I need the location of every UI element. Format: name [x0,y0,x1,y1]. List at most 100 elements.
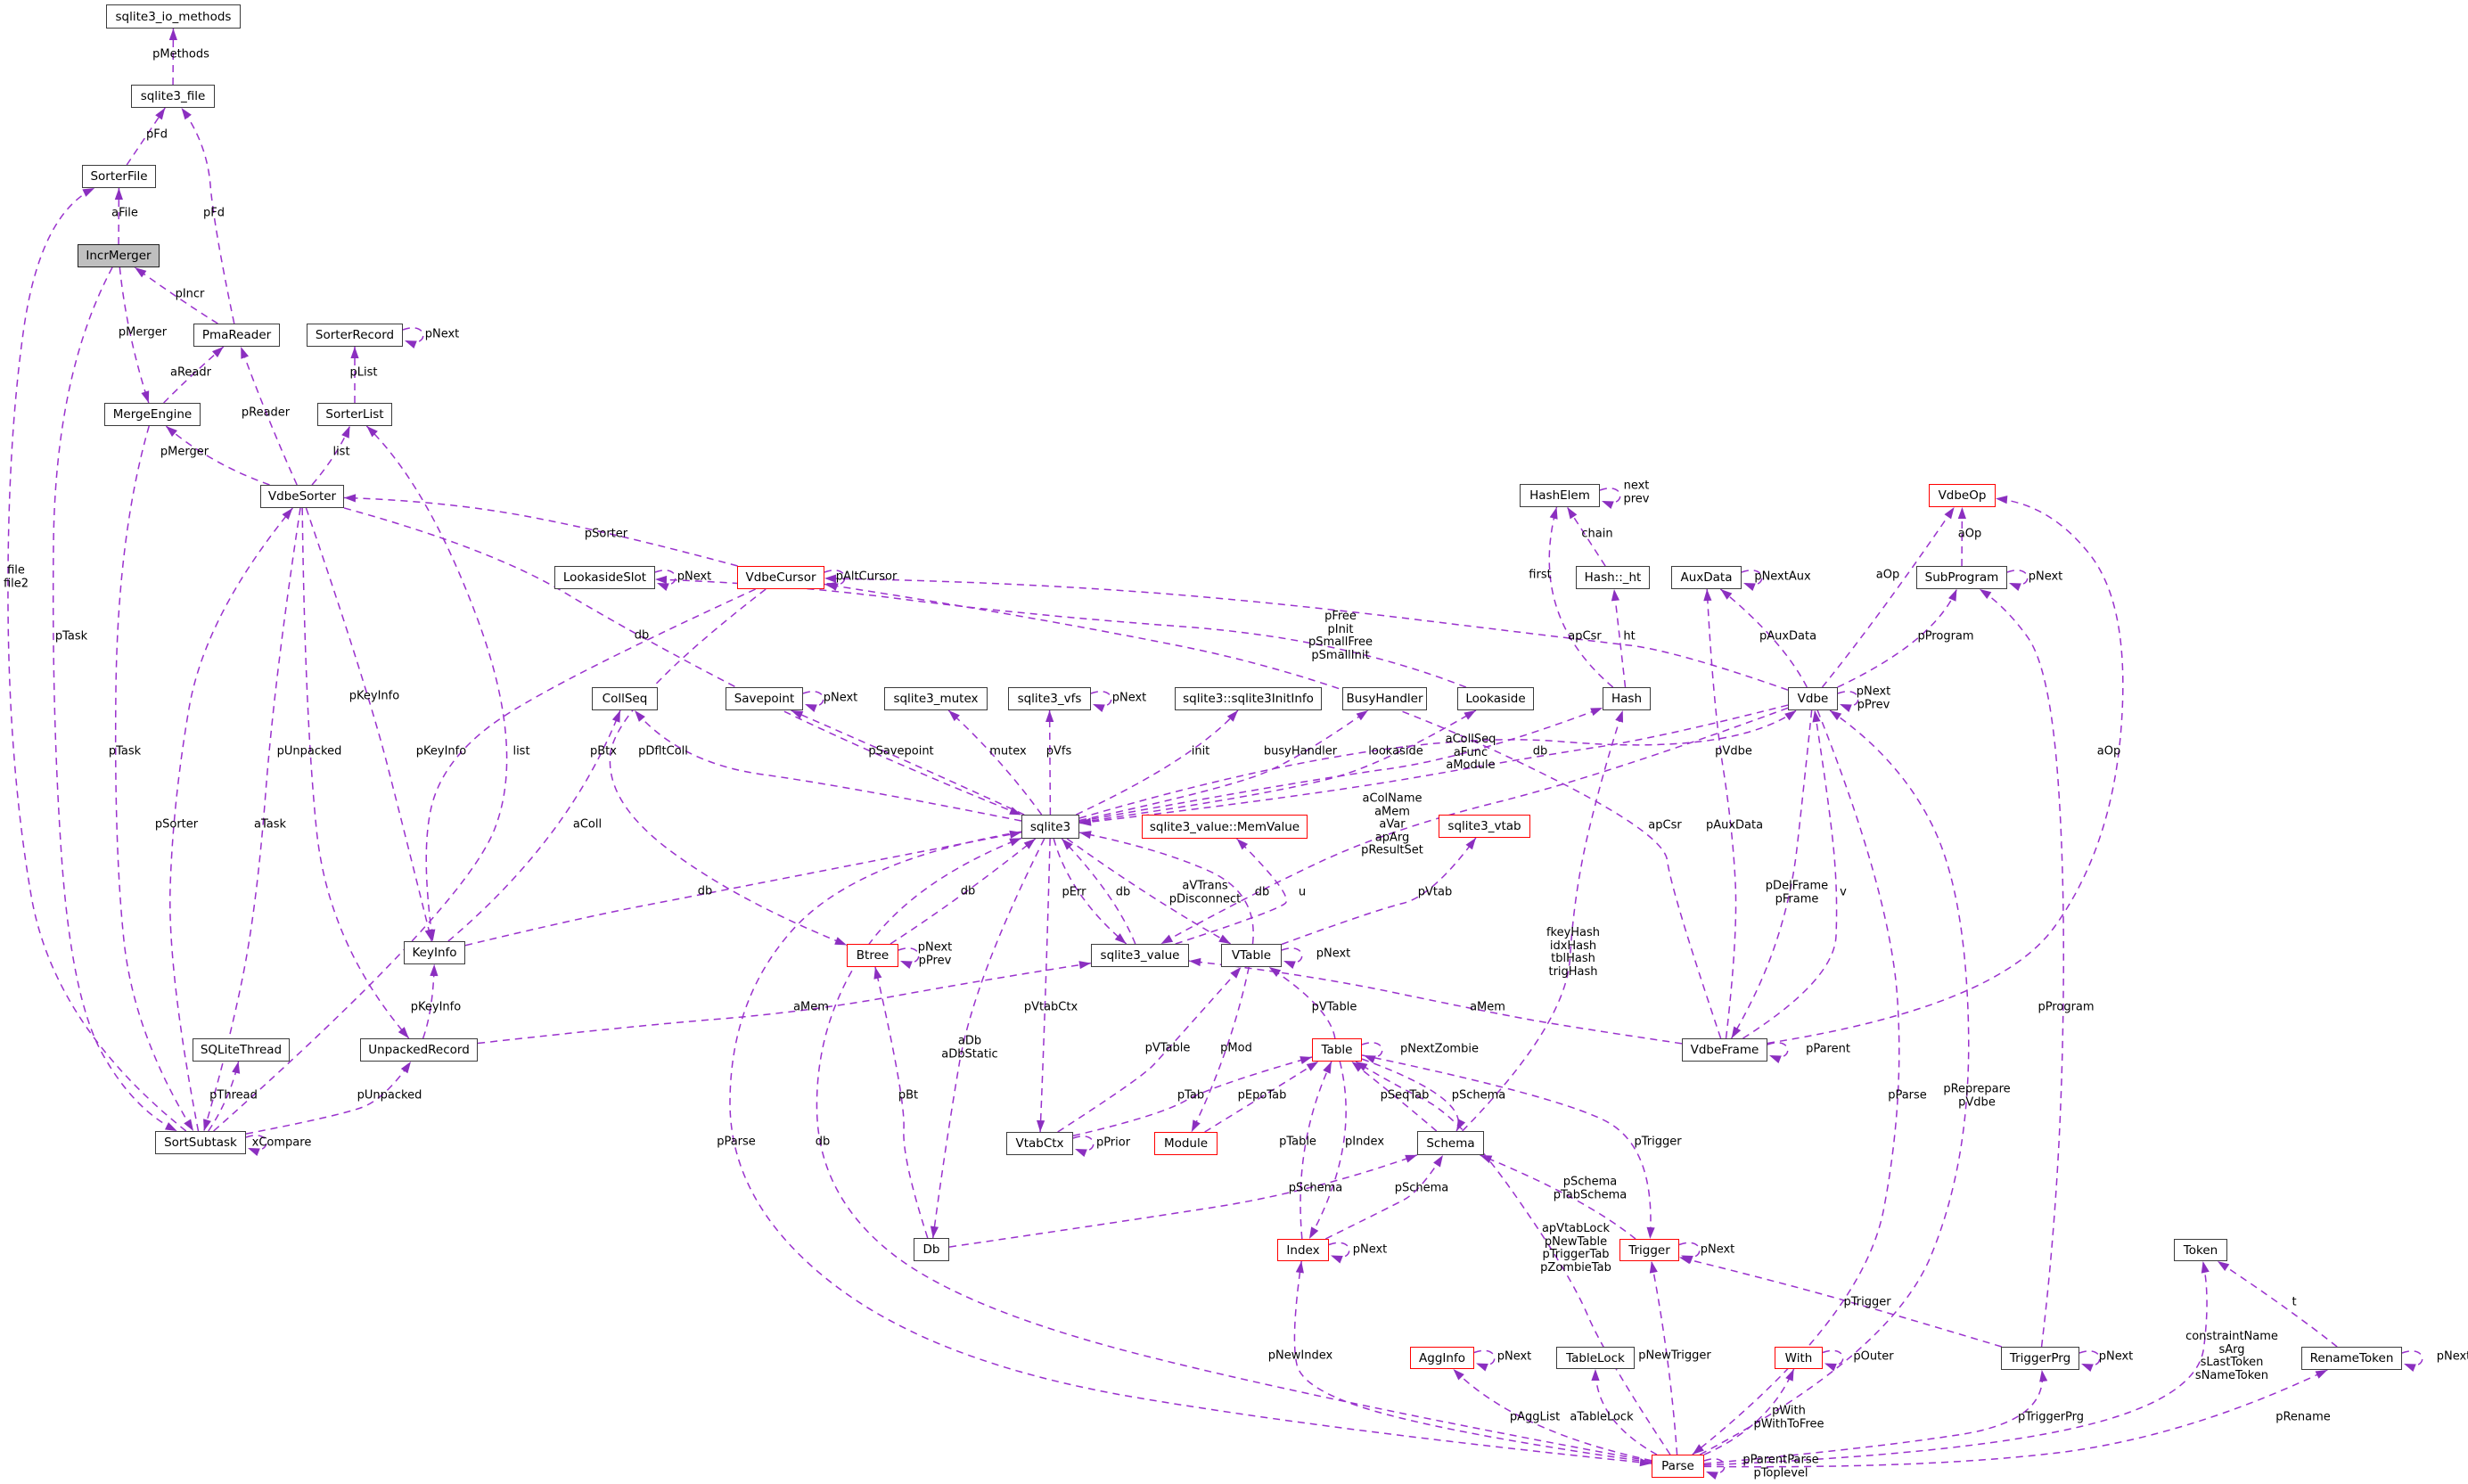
node-rtok[interactable]: RenameToken [2301,1347,2402,1370]
arrowhead-icon [635,710,645,722]
edge-label-vsort-pma: pReader [241,406,291,420]
node-srec[interactable]: SorterRecord [307,324,403,347]
node-meng[interactable]: MergeEngine [104,403,201,426]
arrowhead-icon [1189,957,1201,967]
edge-label-db3-sval: pErr [1062,885,1086,899]
arrowhead-icon [1306,1062,1319,1071]
node-aux[interactable]: AuxData [1671,566,1742,589]
edge-label-vsort-keyi: pKeyInfo [348,689,400,703]
edge-vtable-svtab [1281,837,1477,946]
node-lslot[interactable]: LookasideSlot [554,566,655,589]
edge-laside-lslot [654,578,1467,688]
node-incr[interactable]: IncrMerger [78,244,160,267]
node-sqlth[interactable]: SQLiteThread [193,1038,290,1062]
node-tlock[interactable]: TableLock [1556,1347,1635,1369]
arrowhead-icon [1649,1261,1658,1274]
edge-vframe-vcur [824,583,1722,1039]
edge-label-index-index: pNext [1352,1242,1388,1257]
node-iom[interactable]: sqlite3_io_methods [106,4,241,29]
arrowhead-icon [1218,934,1231,944]
edge-label-incr-ssub: pTask [54,629,88,644]
node-laside[interactable]: Lookaside [1457,687,1534,710]
node-parse[interactable]: Parse [1652,1455,1704,1478]
node-pma[interactable]: PmaReader [193,324,280,347]
edge-label-vsort-db3: db [634,628,650,643]
node-token[interactable]: Token [2174,1239,2227,1261]
node-vcur[interactable]: VdbeCursor [737,566,824,589]
arrowhead-icon [366,426,378,438]
node-sval[interactable]: sqlite3_value [1091,944,1189,967]
node-table[interactable]: Table [1312,1038,1362,1062]
node-unrec[interactable]: UnpackedRecord [360,1038,478,1062]
node-subp[interactable]: SubProgram [1916,566,2007,589]
edge-label-vdbe-parse: pParse [1888,1088,1927,1103]
node-vctx[interactable]: VtabCtx [1006,1132,1073,1155]
node-keyi[interactable]: KeyInfo [404,941,465,964]
node-vtable[interactable]: VTable [1221,944,1282,967]
node-vop[interactable]: VdbeOp [1929,484,1996,507]
edge-label-vframe-vop: aOp [2096,744,2121,758]
edge-parse-index [1293,1260,1652,1464]
edge-db3-vdbe [1078,709,1797,819]
node-ssub[interactable]: SortSubtask [155,1131,246,1154]
edge-db3-hash [1078,707,1603,823]
edge-label-lslot-lslot: pNext [676,570,712,584]
node-schema[interactable]: Schema [1417,1131,1484,1155]
node-sfile[interactable]: SorterFile [82,165,156,188]
arrowhead-icon [1681,1255,1693,1264]
node-vframe[interactable]: VdbeFrame [1682,1038,1767,1062]
node-trig[interactable]: Trigger [1619,1239,1679,1261]
edge-keyi-coll [447,709,621,942]
arrowhead-icon [900,961,913,970]
edge-unrec-sval [477,962,1092,1045]
node-memv[interactable]: sqlite3_value::MemValue [1142,815,1308,839]
node-index[interactable]: Index [1277,1239,1329,1261]
arrowhead-icon [1433,1155,1443,1168]
arrowhead-icon [1567,507,1578,520]
edge-label-vdbe-vop: aOp [1875,568,1900,582]
node-helem[interactable]: HashElem [1520,484,1600,507]
edge-vsort-meng [165,425,270,486]
arrowhead-icon [1283,961,1296,970]
node-mutex[interactable]: sqlite3_mutex [884,687,988,710]
node-slist[interactable]: SorterList [317,403,392,426]
node-btree[interactable]: Btree [847,944,898,967]
node-file[interactable]: sqlite3_file [131,85,215,108]
node-vdbe[interactable]: Vdbe [1788,687,1838,710]
node-mod[interactable]: Module [1154,1132,1218,1155]
node-hht[interactable]: Hash::_ht [1576,566,1650,589]
edge-vdbe-vdbe [1837,691,1859,707]
node-vsort[interactable]: VdbeSorter [260,485,344,508]
node-agg[interactable]: AggInfo [1410,1347,1474,1369]
edge-label-vsort-meng: pMerger [160,445,209,459]
node-tprg[interactable]: TriggerPrg [2001,1347,2079,1370]
edge-table-vtable [1268,966,1336,1039]
edge-keyi-db3 [464,832,1022,947]
node-with[interactable]: With [1775,1347,1823,1369]
node-svtab[interactable]: sqlite3_vtab [1439,815,1530,838]
edge-label-ssub-ssub: xCompare [251,1136,312,1150]
node-dbb[interactable]: Db [914,1238,949,1261]
arrowhead-icon [1078,961,1091,970]
arrowhead-icon [427,929,436,941]
arrowhead-icon [2201,1261,2210,1274]
edge-vtable-db3 [1078,832,1254,945]
node-init[interactable]: sqlite3::sqlite3InitInfo [1175,687,1322,710]
edge-label-tprg-subp: pProgram [2038,1000,2095,1014]
edge-label-meng-ssub: pTask [108,744,142,758]
arrowhead-icon [82,188,95,197]
arrowhead-icon [141,390,150,403]
node-save[interactable]: Savepoint [726,687,803,710]
node-coll[interactable]: CollSeq [592,687,658,710]
node-db3[interactable]: sqlite3 [1021,815,1079,839]
edge-label-keyi-db3: db [697,884,713,898]
node-vfs[interactable]: sqlite3_vfs [1008,687,1091,710]
edge-label-vcur-vcur: pAltCursor [835,570,898,584]
arrowhead-icon [1114,933,1127,944]
node-hash[interactable]: Hash [1603,687,1651,710]
node-busy[interactable]: BusyHandler [1342,687,1427,710]
